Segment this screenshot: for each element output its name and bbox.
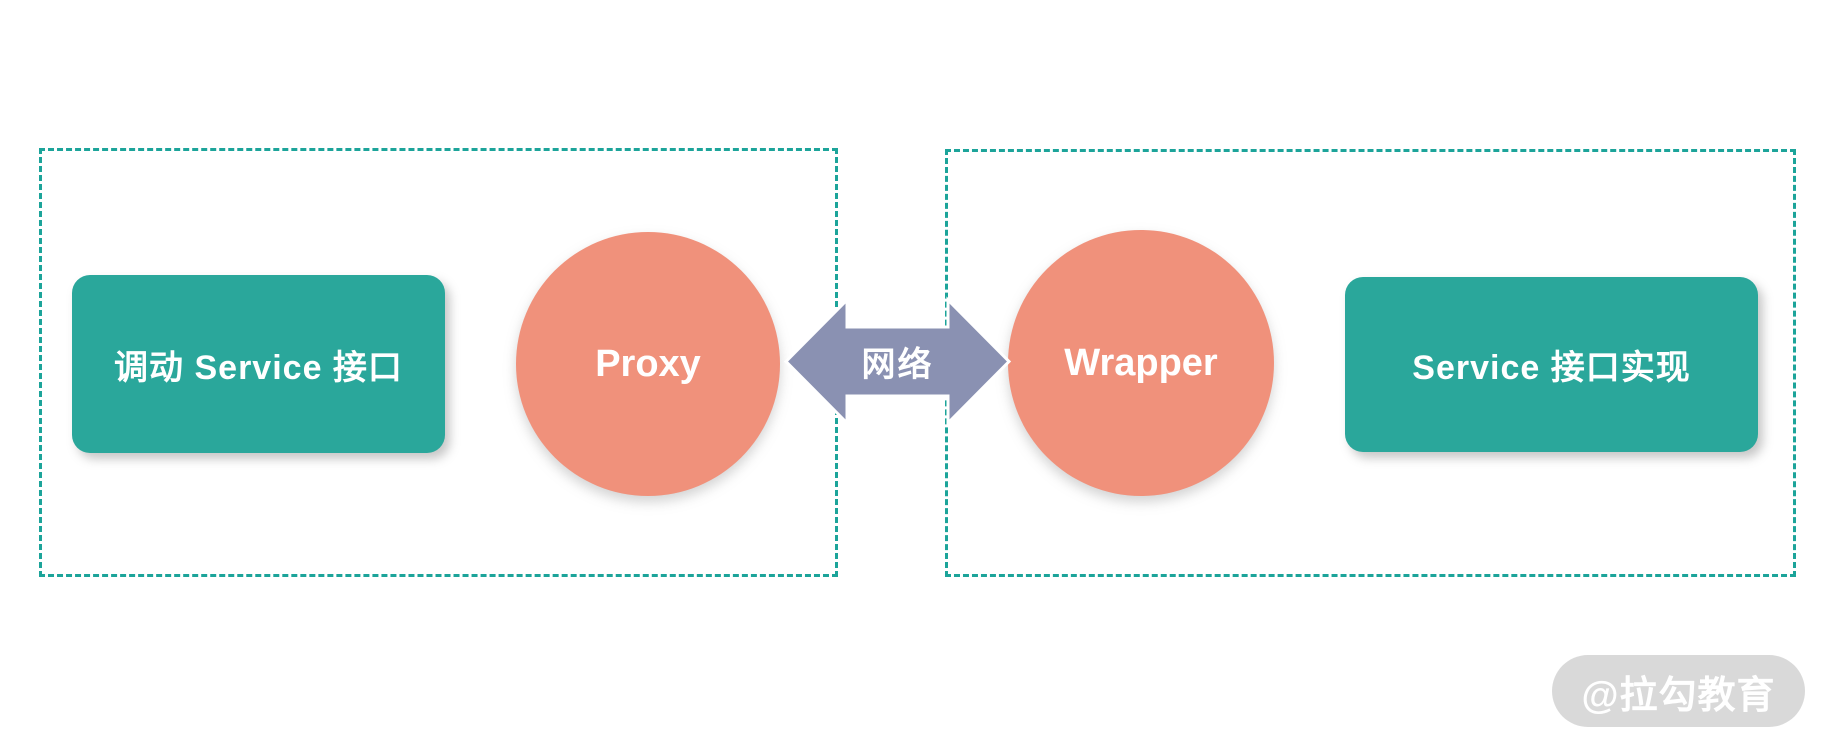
lagou-education-watermark: @拉勾教育 [1552,655,1805,727]
service-interface-impl-node: Service 接口实现 [1345,277,1758,452]
double-arrow-shape [783,296,1012,427]
proxy-node: Proxy [516,232,780,496]
network-arrow: 网络 [783,296,1012,427]
caller-service-interface-node: 调动 Service 接口 [72,275,445,453]
proxy-label: Proxy [595,342,701,385]
wrapper-label: Wrapper [1064,341,1218,384]
watermark-label: @拉勾教育 [1581,674,1776,717]
caller-service-interface-label: 调动 Service 接口 [114,348,403,387]
wrapper-node: Wrapper [1008,230,1274,496]
network-label: 网络 [861,346,934,384]
network-arrow-svg [783,296,1012,427]
service-interface-impl-label: Service 接口实现 [1412,349,1691,387]
